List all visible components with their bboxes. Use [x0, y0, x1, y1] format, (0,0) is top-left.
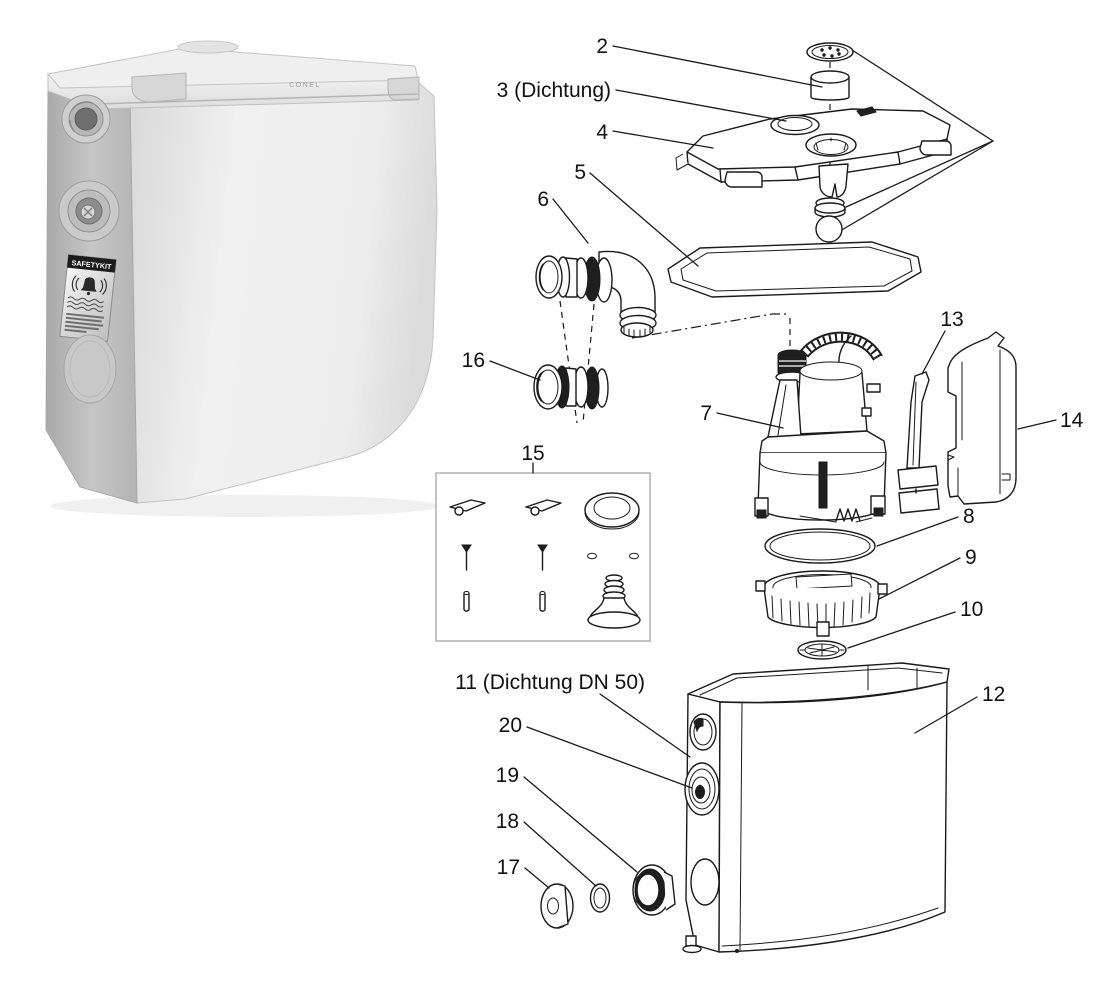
callout-3: 3 (Dichtung)	[497, 79, 611, 102]
kit-clips	[449, 499, 562, 516]
product-photo: CONEL SAFETYKIT	[45, 40, 440, 517]
part-17-plug	[540, 883, 574, 929]
callout-9: 9	[965, 546, 977, 569]
part-4-seal	[814, 197, 846, 218]
part-9-strainer	[755, 570, 888, 637]
part-3-seal	[770, 114, 820, 136]
callout-16: 16	[462, 349, 485, 372]
photo-lid-clip-left	[131, 72, 187, 103]
safety-sticker: SAFETYKIT	[59, 254, 117, 342]
sticker-wave-lines	[66, 296, 104, 312]
float-ball	[815, 215, 843, 243]
brand-logo-text: CONEL	[289, 82, 321, 89]
part-10-vent-disc	[797, 640, 847, 660]
part-15-kit	[435, 472, 651, 642]
callout-13: 13	[940, 308, 963, 331]
callout-12: 12	[982, 683, 1005, 706]
part-7-pump	[754, 331, 887, 523]
callout-8: 8	[963, 505, 975, 528]
safety-sticker-title: SAFETYKIT	[71, 258, 112, 271]
photo-blind-port-inner	[69, 340, 111, 398]
alarm-bell-icon	[71, 275, 107, 296]
part-19-grommet	[632, 864, 676, 916]
callouts: 2 3 (Dichtung) 4 5 6 7 8 9 10 11 (Dichtu…	[455, 35, 1084, 889]
part-6-elbow	[535, 250, 657, 338]
callout-20: 20	[499, 714, 522, 737]
part-14-bracket	[947, 331, 1017, 505]
part-12-tank	[682, 662, 950, 954]
safety-sticker-header	[67, 254, 117, 273]
part-8-oring	[764, 528, 876, 564]
photo-threaded-port	[61, 94, 111, 144]
photo-tank-front	[129, 83, 438, 504]
callout-18: 18	[496, 810, 519, 833]
sticker-fine-print	[64, 312, 105, 334]
tank-inlet-main	[684, 762, 720, 816]
part-5-gasket	[667, 241, 922, 298]
photo-lid-knob	[177, 40, 239, 54]
callout-6: 6	[537, 188, 549, 211]
kit-washer	[587, 552, 597, 560]
tank-inlet-dn50	[689, 713, 717, 751]
callout-17: 17	[497, 856, 520, 879]
part-4-cover	[675, 106, 952, 243]
kit-washer-2	[629, 552, 639, 560]
kit-screws	[461, 544, 548, 571]
callout-15: 15	[521, 442, 544, 465]
photo-lid-clip-right	[387, 76, 420, 101]
reference-lines	[839, 49, 995, 232]
kit-pins	[463, 591, 546, 612]
part-16-coupling	[533, 364, 609, 410]
callout-19: 19	[496, 764, 519, 787]
kit-seal-ring	[584, 492, 640, 530]
photo-shadow	[50, 495, 440, 517]
kit-barbed-fitting	[587, 574, 641, 629]
tank-blind-port	[690, 858, 720, 906]
callout-7: 7	[700, 402, 712, 425]
callout-4: 4	[596, 121, 608, 144]
callout-5: 5	[574, 161, 586, 184]
part-18-oring	[589, 883, 611, 913]
part-13-float-lever	[897, 371, 940, 514]
callout-11: 11 (Dichtung DN 50)	[455, 671, 645, 694]
part-2-vent-cap	[806, 42, 854, 196]
photo-fitting-port	[58, 180, 120, 242]
photo-lid-groove	[95, 93, 419, 105]
photo-blind-port	[63, 334, 117, 404]
callout-2: 2	[596, 35, 608, 58]
callout-14: 14	[1060, 409, 1084, 432]
callout-10: 10	[960, 598, 983, 621]
